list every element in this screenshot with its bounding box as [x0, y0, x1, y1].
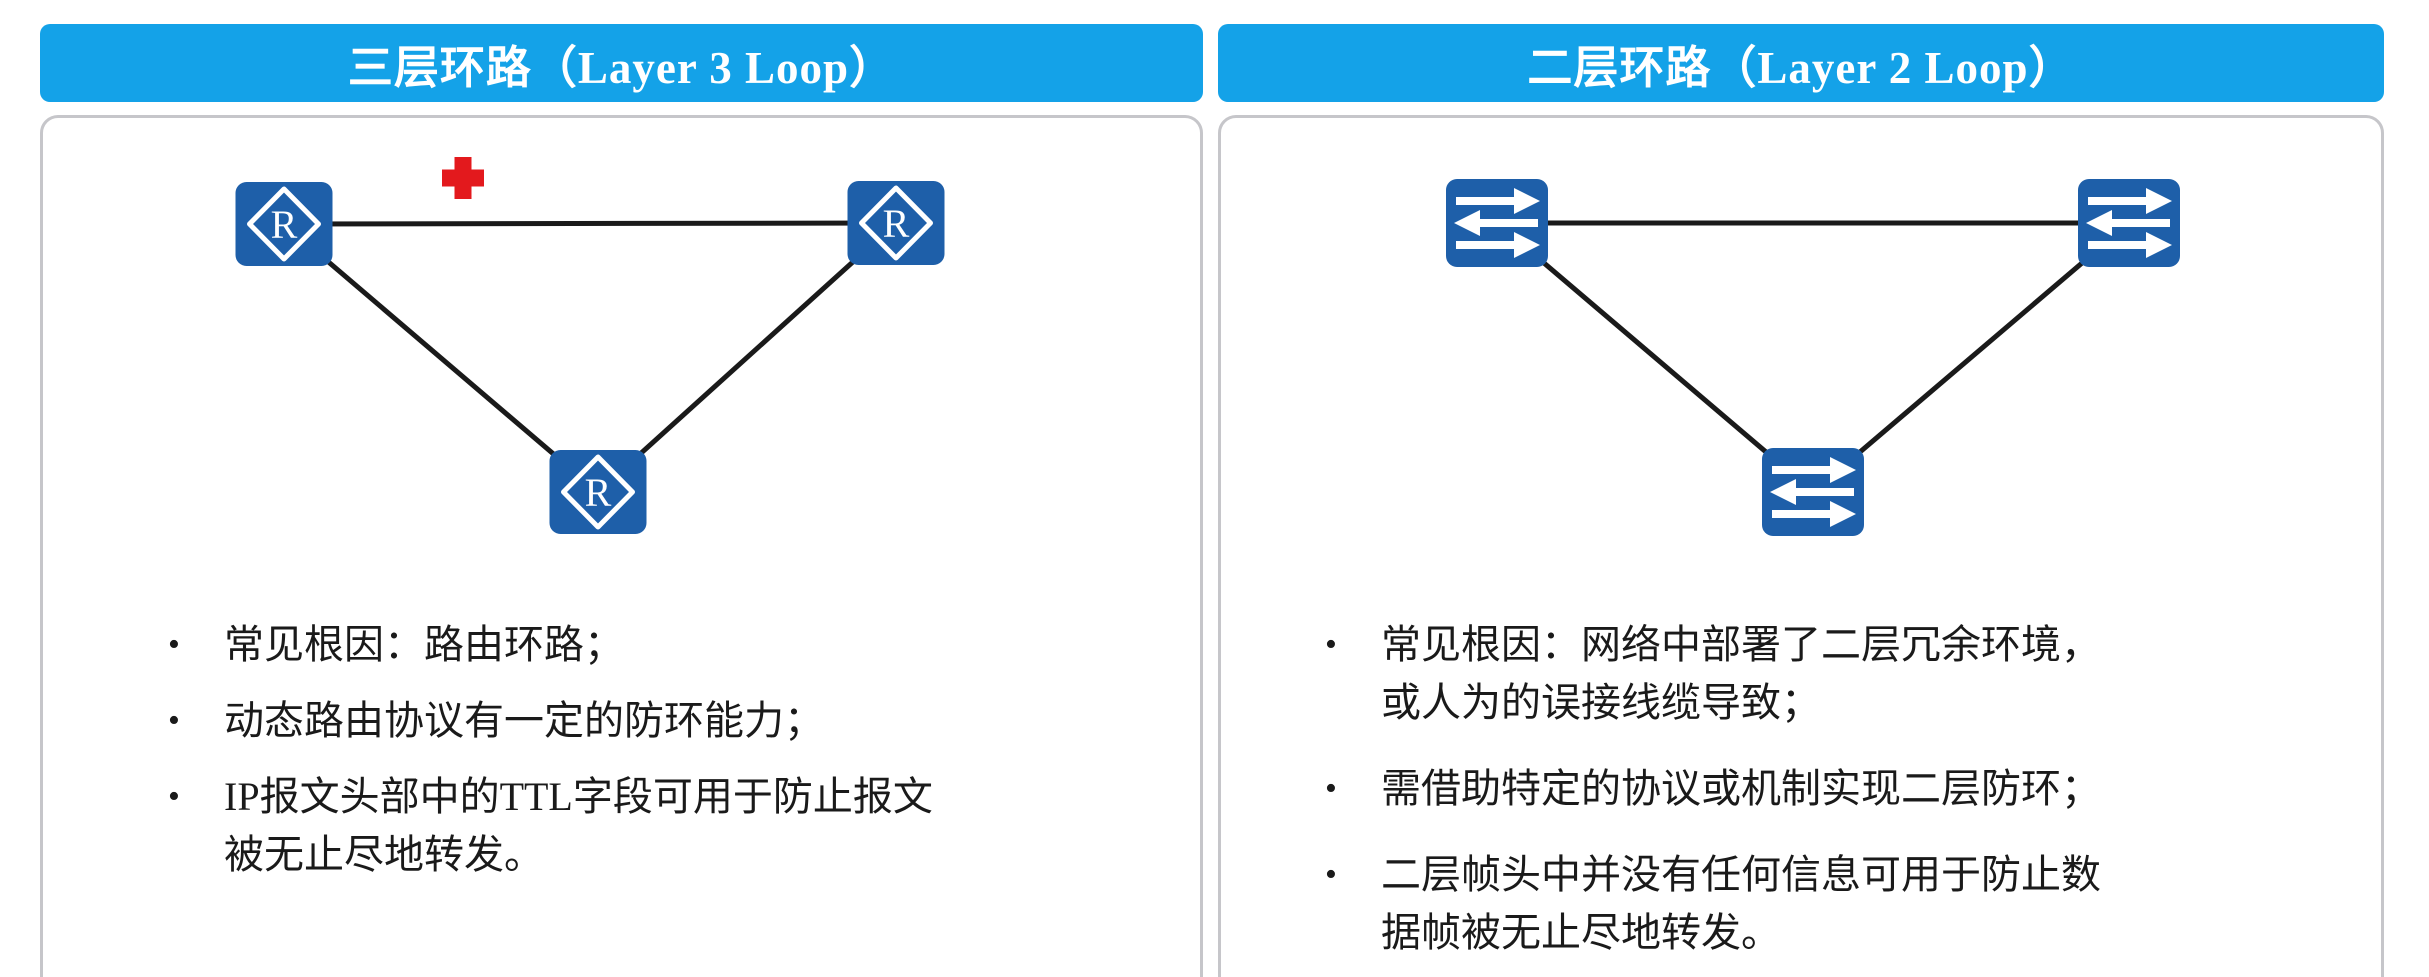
switch-icon — [2078, 179, 2180, 267]
bullet-item: • 动态路由协议有一定的防环能力； — [168, 692, 1128, 750]
bullet-text: 常见根因：网络中部署了二层冗余环境， 或人为的误接线缆导致； — [1381, 622, 2101, 725]
panel-layer2-loop: 二层环路（Layer 2 Loop） — [1218, 24, 2384, 977]
router-icon: R — [235, 182, 333, 266]
router-glyph: R — [585, 470, 612, 515]
panel-layer2-title-bar: 二层环路（Layer 2 Loop） — [1218, 24, 2384, 102]
layer3-topology-diagram: R R R — [43, 118, 1200, 563]
bullet-dot: • — [168, 626, 180, 663]
bullet-dot: • — [1325, 770, 1337, 807]
bullet-dot: • — [1325, 856, 1337, 893]
switch-icon — [1762, 448, 1864, 536]
bullet-item: • 常见根因：路由环路； — [168, 616, 1128, 674]
bullet-item: • 二层帧头中并没有任何信息可用于防止数 据帧被无止尽地转发。 — [1325, 846, 2325, 962]
layer2-topology-diagram — [1221, 118, 2381, 563]
bullet-dot: • — [1325, 626, 1337, 663]
router-icon: R — [847, 181, 945, 265]
layer3-link-lines — [282, 220, 898, 494]
router-glyph: R — [271, 202, 298, 247]
bullet-item: • IP报文头部中的TTL字段可用于防止报文 被无止尽地转发。 — [168, 768, 1128, 884]
bullet-text: IP报文头部中的TTL字段可用于防止报文 被无止尽地转发。 — [224, 774, 933, 877]
switch-icon — [1446, 179, 1548, 267]
layer2-link-lines — [1495, 220, 2131, 494]
router-glyph: R — [883, 201, 910, 246]
bullet-text: 动态路由协议有一定的防环能力； — [224, 698, 824, 743]
router-icon: R — [549, 450, 647, 534]
layer3-bullet-list: • 常见根因：路由环路； • 动态路由协议有一定的防环能力； • IP报文头部中… — [168, 616, 1128, 902]
bullet-text: 二层帧头中并没有任何信息可用于防止数 据帧被无止尽地转发。 — [1381, 852, 2101, 955]
panel-layer3-loop: 三层环路（Layer 3 Loop） R — [40, 24, 1203, 977]
bullet-dot: • — [168, 778, 180, 815]
bullet-item: • 常见根因：网络中部署了二层冗余环境， 或人为的误接线缆导致； — [1325, 616, 2325, 732]
bullet-dot: • — [168, 702, 180, 739]
bullet-text: 常见根因：路由环路； — [224, 622, 624, 667]
layer2-bullet-list: • 常见根因：网络中部署了二层冗余环境， 或人为的误接线缆导致； • 需借助特定… — [1325, 616, 2325, 977]
red-cross-icon — [440, 155, 486, 201]
panel-layer2-body: • 常见根因：网络中部署了二层冗余环境， 或人为的误接线缆导致； • 需借助特定… — [1218, 115, 2384, 977]
panel-layer3-body: R R R — [40, 115, 1203, 977]
panel-layer3-title: 三层环路（Layer 3 Loop） — [347, 42, 896, 93]
bullet-item: • 需借助特定的协议或机制实现二层防环； — [1325, 760, 2325, 818]
bullet-text: 需借助特定的协议或机制实现二层防环； — [1381, 766, 2101, 811]
panel-layer3-title-bar: 三层环路（Layer 3 Loop） — [40, 24, 1203, 102]
panel-layer2-title: 二层环路（Layer 2 Loop） — [1527, 42, 2075, 93]
